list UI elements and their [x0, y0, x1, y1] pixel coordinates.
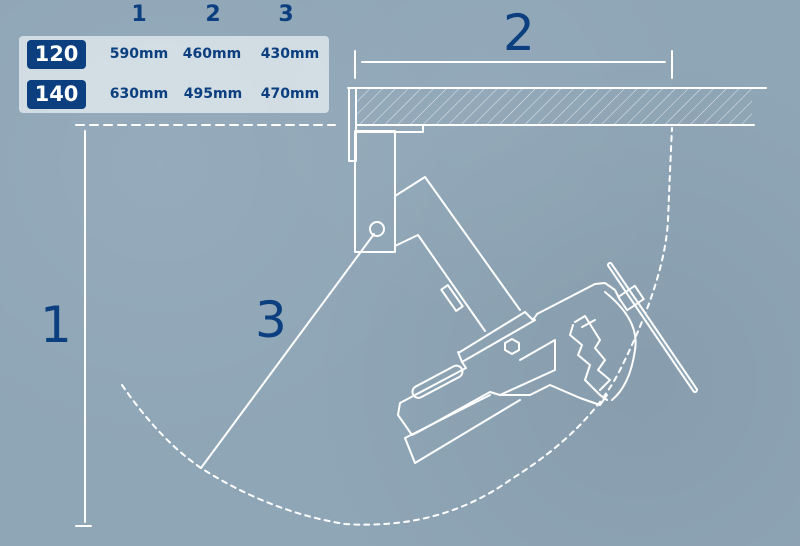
dimension-line-1 — [75, 130, 92, 527]
dimension-label-3: 3 — [255, 291, 287, 349]
spec-value-dim3: 430mm — [260, 46, 320, 62]
spec-value-dim2: 495mm — [183, 86, 243, 102]
spec-value-dim1: 630mm — [109, 86, 169, 102]
vise-jaw — [569, 291, 637, 401]
dimension-label-2: 2 — [503, 4, 535, 62]
swing-arc — [121, 127, 673, 526]
spec-value-dim1: 590mm — [109, 46, 169, 62]
mounting-bracket — [354, 130, 396, 253]
vise-arm — [394, 176, 521, 332]
dimension-line-2 — [354, 50, 673, 79]
vise-handle — [607, 262, 698, 393]
radius-line-3 — [200, 233, 375, 469]
model-badge: 120 — [27, 40, 86, 69]
dimension-label-1: 1 — [40, 296, 72, 354]
spec-row-120: 120 590mm 460mm 430mm — [19, 40, 329, 70]
model-badge: 140 — [27, 80, 86, 109]
column-header-3: 3 — [278, 2, 294, 27]
spec-table: 120 590mm 460mm 430mm 140 630mm 495mm 47… — [19, 36, 329, 113]
column-header-1: 1 — [131, 2, 147, 27]
column-header-2: 2 — [205, 2, 221, 27]
spec-row-140: 140 630mm 495mm 470mm — [19, 80, 329, 110]
spec-value-dim2: 460mm — [182, 46, 242, 62]
vise-body — [397, 282, 621, 464]
spec-value-dim3: 470mm — [260, 86, 320, 102]
workbench-top — [347, 87, 767, 162]
